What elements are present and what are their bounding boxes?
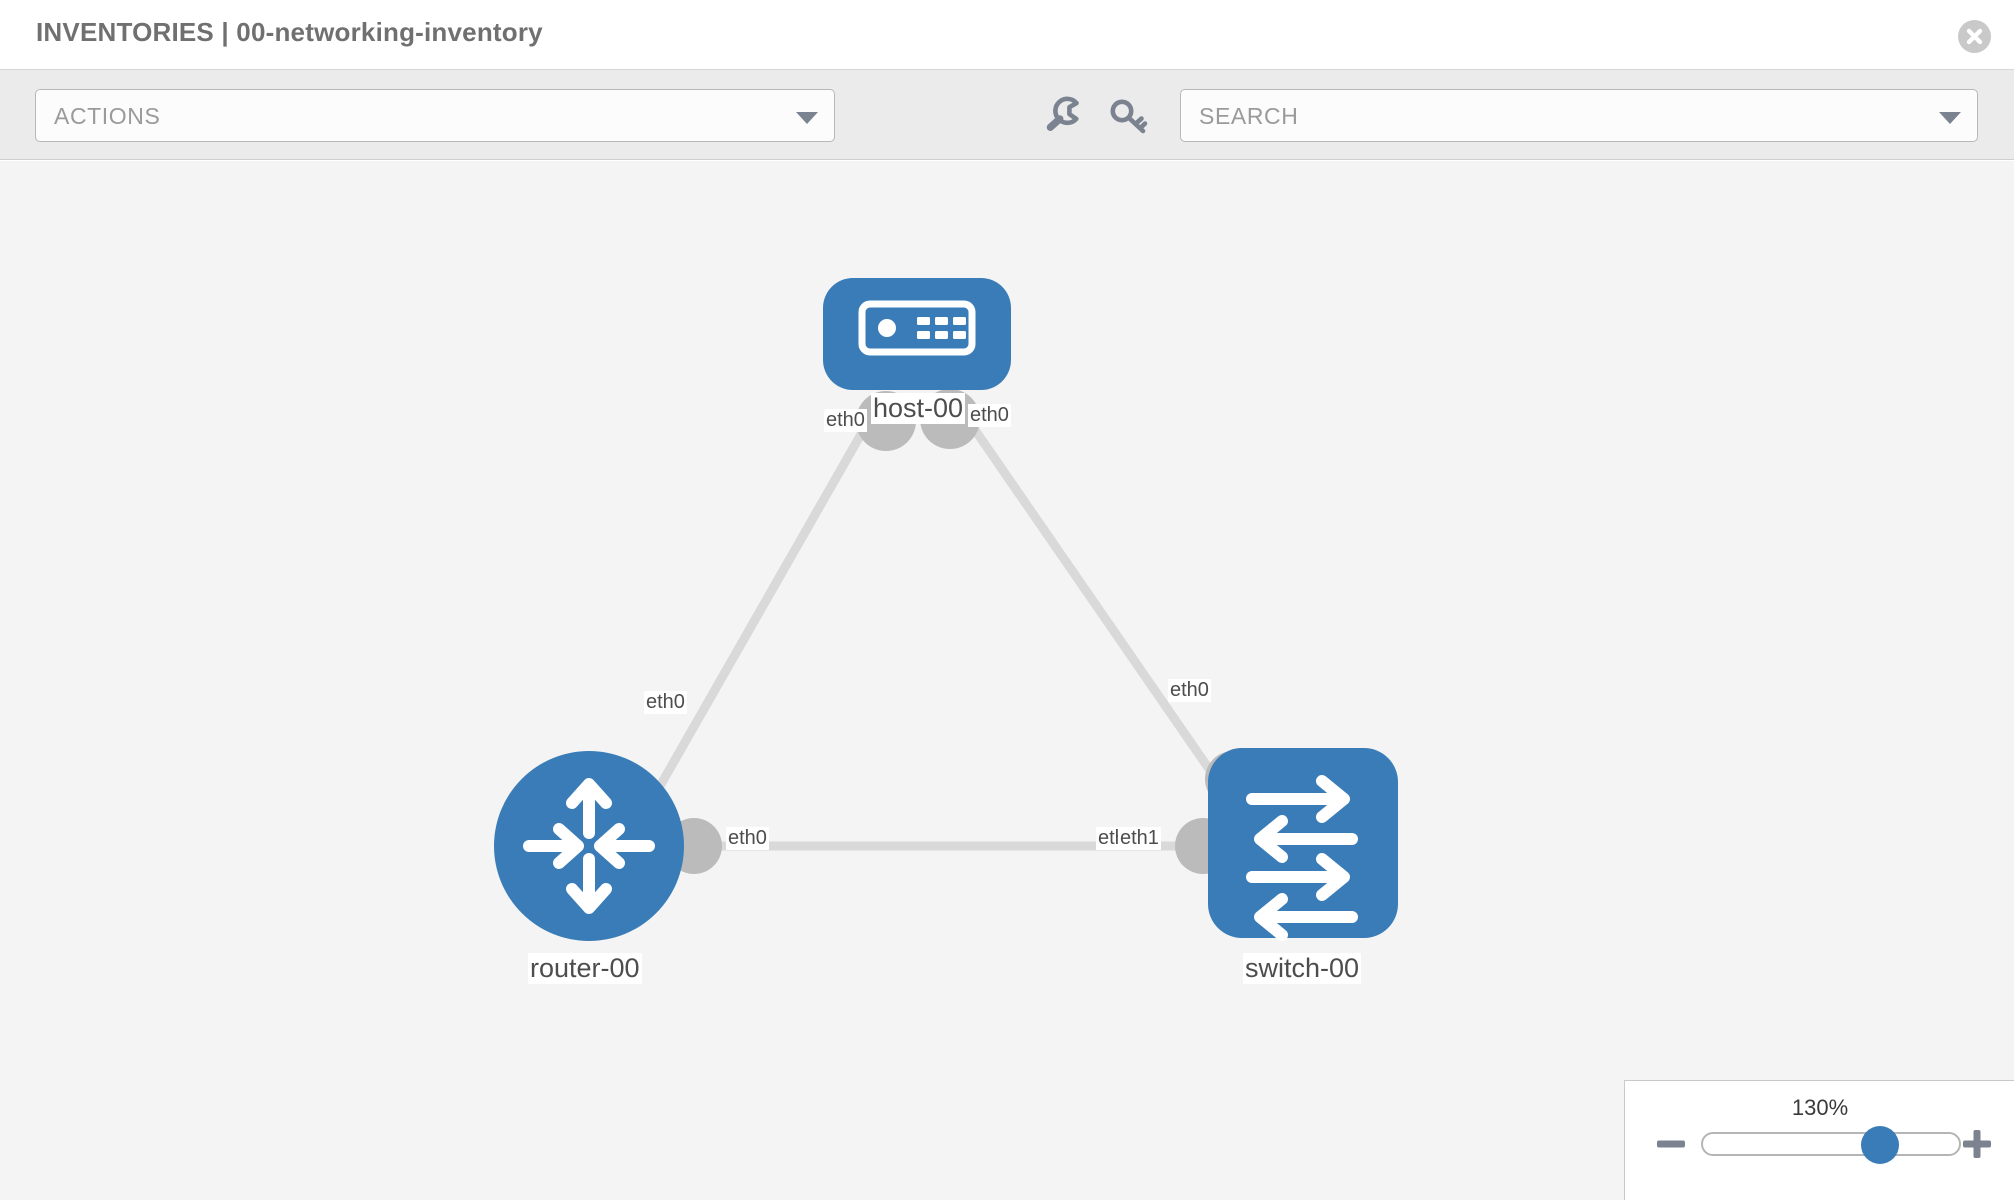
router-arrows-icon [523, 778, 655, 914]
iface-label-switch-left-b: eth1 [1118, 827, 1161, 850]
iface-label-host-left: eth0 [824, 409, 867, 432]
search-placeholder: SEARCH [1199, 103, 1299, 129]
wrench-icon[interactable] [1038, 92, 1084, 138]
iface-label-router-right: eth0 [726, 827, 769, 850]
actions-dropdown[interactable]: ACTIONS [35, 89, 835, 142]
topology-graph [494, 278, 1398, 941]
chevron-down-icon [796, 112, 818, 124]
topology-canvas[interactable]: host-00 router-00 switch-00 eth0 eth0 et… [0, 161, 2014, 1200]
node-label-host: host-00 [871, 393, 966, 424]
server-icon [858, 300, 976, 356]
search-input[interactable]: SEARCH [1180, 89, 1978, 142]
key-icon[interactable] [1106, 92, 1152, 138]
chevron-down-icon[interactable] [1939, 112, 1961, 124]
iface-label-router-top: eth0 [644, 691, 687, 714]
minus-icon[interactable] [1654, 1127, 1688, 1161]
page-title: INVENTORIES | 00-networking-inventory [36, 17, 543, 47]
actions-dropdown-label: ACTIONS [54, 103, 161, 129]
node-label-router: router-00 [528, 953, 642, 984]
node-switch-00[interactable] [1208, 748, 1398, 941]
link-host-router [636, 398, 884, 824]
zoom-control: 130% [1624, 1080, 2014, 1200]
zoom-slider[interactable] [1701, 1126, 1961, 1164]
plus-icon[interactable] [1960, 1127, 1994, 1161]
link-host-switch [951, 398, 1249, 824]
iface-label-host-right: eth0 [968, 404, 1011, 427]
close-icon[interactable] [1958, 20, 1991, 53]
iface-label-switch-top: eth0 [1168, 679, 1211, 702]
zoom-level-value: 130% [1791, 1095, 1849, 1120]
node-label-switch: switch-00 [1243, 953, 1362, 984]
zoom-slider-thumb[interactable] [1861, 1126, 1899, 1164]
node-host-00[interactable] [823, 278, 1011, 390]
switch-arrows-icon [1246, 775, 1358, 941]
toolbar: ACTIONS SEARCH [0, 70, 2014, 160]
page-header: INVENTORIES | 00-networking-inventory [0, 0, 2014, 70]
node-router-00[interactable] [494, 751, 684, 941]
